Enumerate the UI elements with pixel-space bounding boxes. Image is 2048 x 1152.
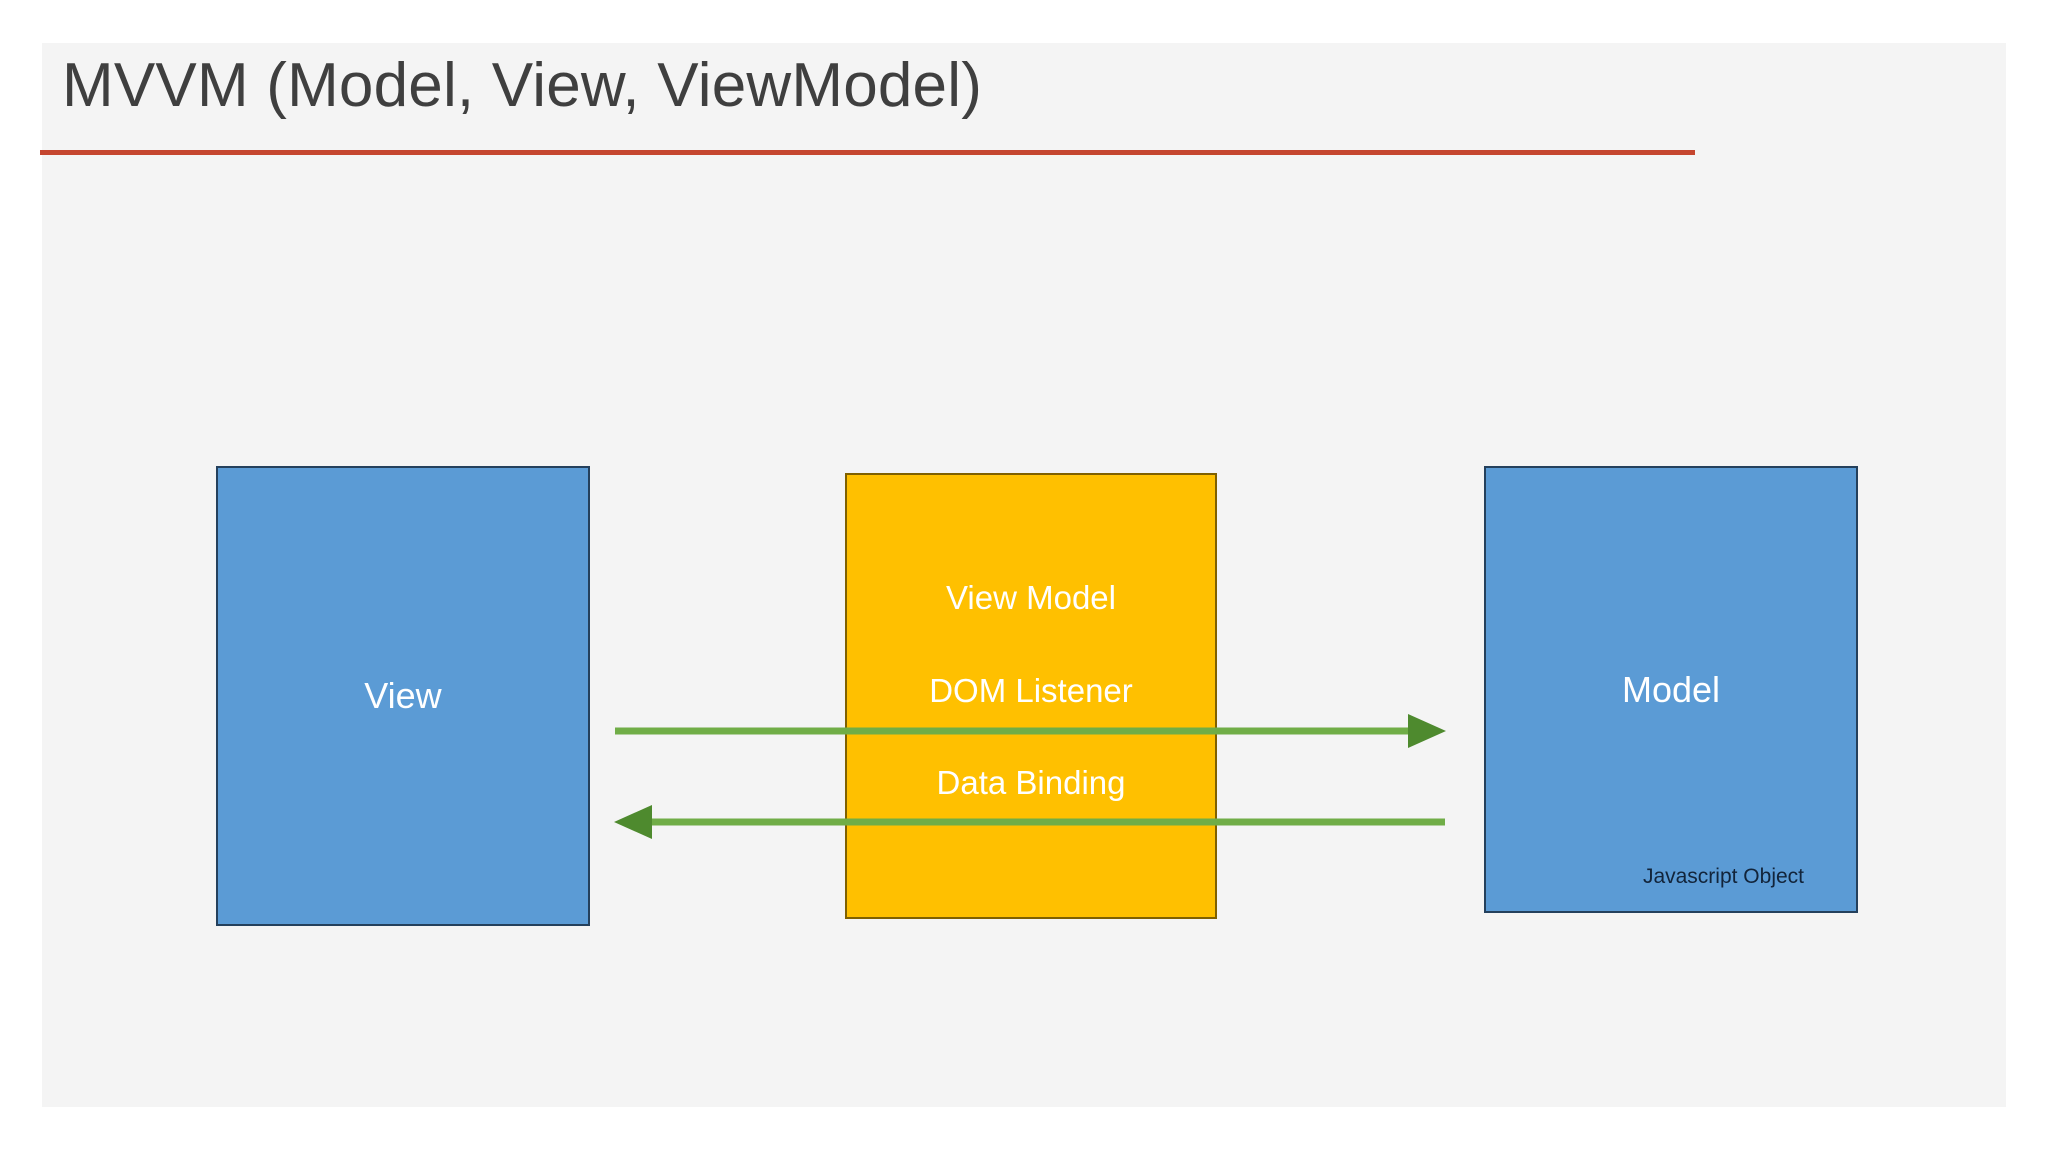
model-box-label: Model <box>1621 668 1721 710</box>
title-underline-rule <box>40 150 1695 155</box>
model-box-sublabel: Javascript Object <box>1642 865 1804 888</box>
viewmodel-label-dom-listener: DOM Listener <box>929 672 1133 709</box>
title-block: MVVM (Model, View, ViewModel) <box>62 55 1662 165</box>
view-box-label: View <box>364 675 442 717</box>
page-title: MVVM (Model, View, ViewModel) <box>62 51 983 120</box>
diagram-box-view[interactable]: View <box>216 466 590 926</box>
viewmodel-label-data-binding: Data Binding <box>936 764 1126 801</box>
diagram-box-model[interactable]: Model Javascript Object <box>1484 466 1858 913</box>
viewmodel-label-view-model: View Model <box>946 579 1116 616</box>
diagram-box-viewmodel[interactable]: View Model DOM Listener Data Binding <box>845 473 1217 919</box>
